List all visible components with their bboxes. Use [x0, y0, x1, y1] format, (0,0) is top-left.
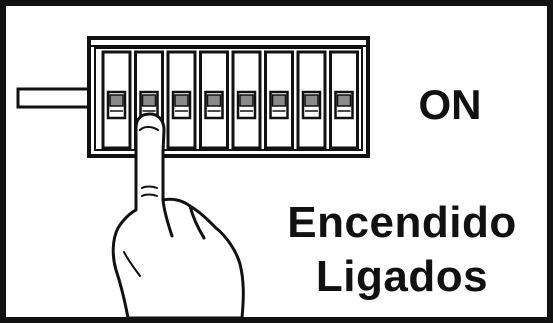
dip-switch-position	[231, 50, 262, 150]
ribbon-cable	[16, 87, 100, 109]
dip-switch-position	[166, 50, 197, 150]
pointing-hand-icon	[111, 112, 245, 320]
dip-switch-position	[199, 50, 229, 150]
dip-switch-icon	[87, 36, 370, 158]
dip-switch-position	[101, 50, 132, 150]
dip-switch-position	[296, 50, 327, 150]
on-label: ON	[418, 81, 482, 128]
ligados-label: Ligados	[315, 252, 489, 301]
encendido-label: Encendido	[287, 198, 517, 247]
dip-switch-position	[329, 50, 359, 150]
dip-switch-position	[264, 50, 294, 150]
